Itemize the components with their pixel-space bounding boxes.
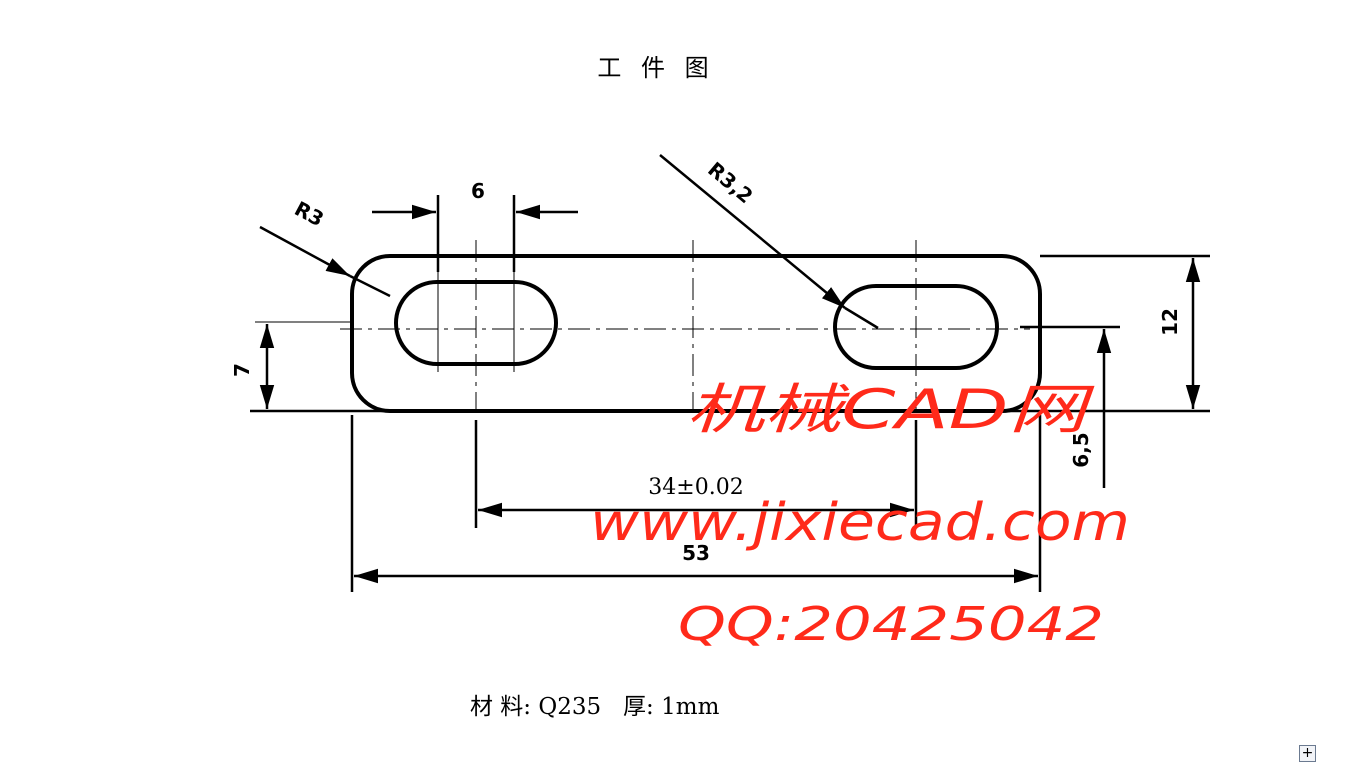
dim-slot-width: 6 [471, 179, 485, 203]
drawing-title: 工 件 图 [597, 54, 714, 82]
dim-height-total: 12 [1158, 308, 1182, 336]
dim-center-distance: 34±0.02 [648, 475, 743, 500]
material-note: 材 料: Q235 厚: 1mm [470, 694, 720, 720]
extension-lines [250, 195, 1210, 592]
dim-height-right: 6,5 [1069, 432, 1093, 467]
dim-radius-right: R3,2 [703, 157, 757, 208]
expand-button[interactable]: + [1299, 745, 1316, 762]
watermark-site-name: 机械CAD网 [686, 378, 1095, 441]
dim-length-total: 53 [682, 541, 710, 565]
dim-height-left: 7 [230, 363, 254, 377]
watermark-qq: QQ:20425042 [678, 597, 1104, 651]
dim-radius-left: R3 [291, 196, 328, 231]
center-lines [340, 240, 1030, 410]
watermark-url: www.jixiecad.com [590, 493, 1130, 553]
dimension-lines [259, 154, 1201, 584]
